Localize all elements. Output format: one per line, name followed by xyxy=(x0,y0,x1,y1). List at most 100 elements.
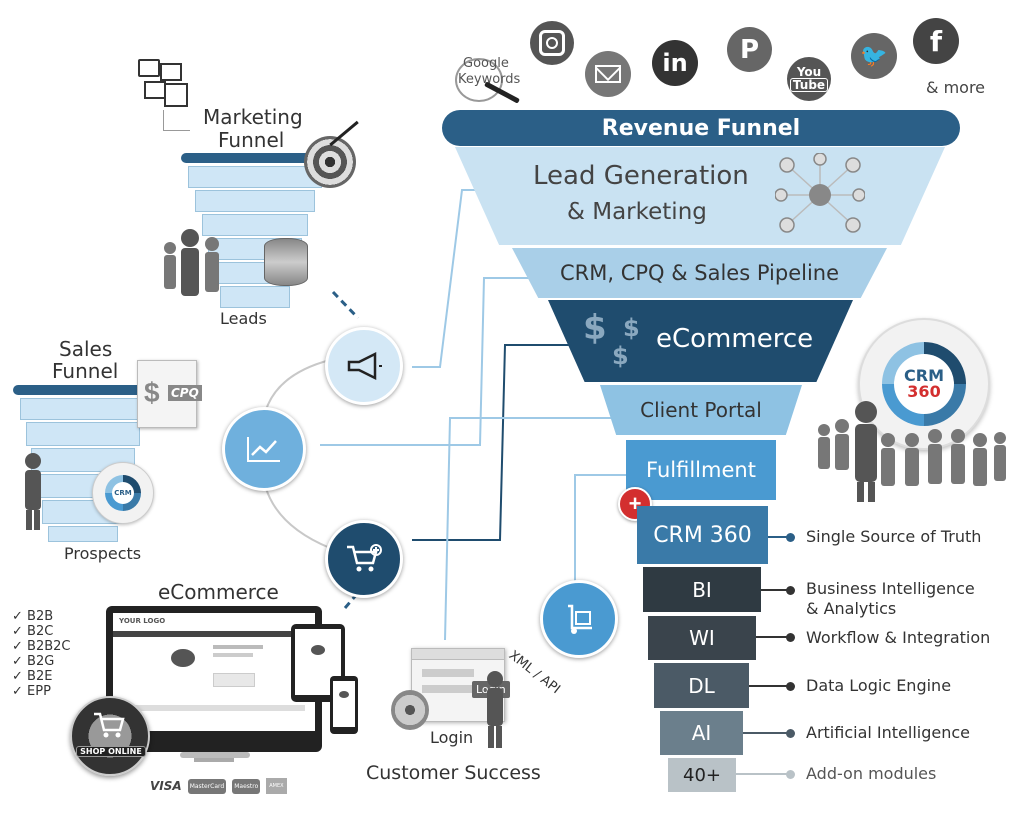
bullet-dot xyxy=(786,586,795,595)
mastercard-logo: MasterCard xyxy=(187,778,227,794)
facebook-icon[interactable]: f xyxy=(913,18,959,64)
desc-dl: Data Logic Engine xyxy=(806,676,952,695)
desc-ai: Artificial Intelligence xyxy=(806,723,970,742)
growth-chart-icon xyxy=(247,437,280,462)
layer-crm360-label: CRM 360 xyxy=(653,522,752,548)
desc-bi-line2: & Analytics xyxy=(806,599,897,618)
stage-fulfillment[interactable]: Fulfillment xyxy=(626,440,776,500)
crm-wheel-small: CRM xyxy=(92,462,154,524)
bracket-line xyxy=(163,110,190,131)
marketing-step xyxy=(202,214,308,236)
site-logo: YOUR LOGO xyxy=(119,617,166,625)
target-icon xyxy=(304,120,359,188)
sales-funnel-top-bar xyxy=(13,385,153,395)
layer-ai-label: AI xyxy=(691,721,712,745)
sales-step xyxy=(48,526,118,542)
model-item: ✓ B2E xyxy=(12,669,53,684)
layer-crm360[interactable]: CRM 360 xyxy=(637,506,768,564)
connector-ecommerce xyxy=(412,344,585,541)
layer-wi-label: WI xyxy=(689,626,715,650)
linkedin-icon[interactable]: in xyxy=(652,40,698,86)
camera-image xyxy=(171,649,195,667)
layer-addons-label: 40+ xyxy=(683,764,721,786)
model-item: ✓ B2G xyxy=(12,654,55,669)
instagram-icon[interactable] xyxy=(530,21,574,65)
pinterest-icon[interactable]: P xyxy=(727,27,772,72)
ecommerce-models: ✓ B2B ✓ B2C ✓ B2B2C ✓ B2G ✓ B2E ✓ EPP xyxy=(12,609,71,699)
google-keywords-ring xyxy=(455,58,503,102)
revenue-funnel-title-bar: Revenue Funnel xyxy=(442,110,960,146)
model-item: ✓ B2C xyxy=(12,624,54,639)
connector-sales xyxy=(320,277,530,446)
sales-step xyxy=(20,398,146,420)
dashed-bottom xyxy=(343,587,364,609)
chart-bubble[interactable] xyxy=(222,407,306,491)
megaphone-bubble[interactable] xyxy=(325,327,403,405)
youtube-text-2: Tube xyxy=(789,78,829,92)
stage-client-portal-label: Client Portal xyxy=(640,398,762,422)
revenue-funnel-title: Revenue Funnel xyxy=(601,115,801,141)
crm360-badge-line1: CRM xyxy=(904,366,944,385)
twitter-icon[interactable]: 🐦 xyxy=(851,33,897,79)
stage-crm-cpq[interactable]: CRM, CPQ & Sales Pipeline xyxy=(512,248,887,298)
bullet-dot xyxy=(786,633,795,642)
ecommerce-title: eCommerce xyxy=(158,580,279,604)
sales-funnel-line2: Funnel xyxy=(52,359,119,383)
monitor-screen: YOUR LOGO xyxy=(113,613,315,731)
bullet-dot xyxy=(786,729,795,738)
cart-bubble[interactable] xyxy=(325,520,403,598)
megaphone-icon xyxy=(138,59,160,77)
amex-logo: AMEX xyxy=(266,778,287,794)
stage-client-portal[interactable]: Client Portal xyxy=(600,385,802,435)
prospects-label: Prospects xyxy=(64,544,142,563)
delivery-bubble[interactable] xyxy=(540,580,618,658)
sales-step xyxy=(26,422,140,446)
cpq-document: $ CPQ xyxy=(137,360,202,428)
layer-dl-label: DL xyxy=(688,673,715,698)
people-group-right xyxy=(818,401,1006,502)
document-icon xyxy=(160,63,182,81)
people-leads xyxy=(164,229,219,296)
model-item: ✓ B2B2C xyxy=(12,639,71,654)
connector-portal xyxy=(444,417,615,641)
model-item: ✓ EPP xyxy=(12,684,51,699)
login-caption: Login xyxy=(430,728,474,747)
layer-ai[interactable]: AI xyxy=(660,711,743,755)
crm360-ring: CRM 360 xyxy=(882,342,966,426)
desc-crm360: Single Source of Truth xyxy=(806,527,982,546)
stage-crm-cpq-label: CRM, CPQ & Sales Pipeline xyxy=(559,261,840,285)
hand-truck-icon xyxy=(568,604,592,634)
layer-bi[interactable]: BI xyxy=(643,567,761,612)
youtube-icon[interactable]: You Tube xyxy=(787,57,831,101)
connector-marketing xyxy=(412,189,490,368)
stage-lead-line2: & Marketing xyxy=(567,199,707,225)
bullet-dot xyxy=(786,682,795,691)
cpq-dollar-icon: $ xyxy=(144,377,160,408)
google-keywords: Google Keywords xyxy=(455,56,527,104)
stage-fulfillment-label: Fulfillment xyxy=(646,458,756,482)
youtube-text-1: You xyxy=(796,65,822,79)
marketing-step xyxy=(188,166,322,188)
shop-online-badge[interactable]: SHOP ONLINE xyxy=(70,696,150,776)
monitor-stand xyxy=(180,752,250,758)
crm360-center: CRM 360 xyxy=(894,354,954,414)
stage-ecommerce[interactable]: $ $ $ eCommerce xyxy=(548,300,853,382)
dashed-top xyxy=(331,290,360,320)
stage-lead-generation[interactable]: Lead Generation & Marketing xyxy=(455,147,945,245)
google-label: Google xyxy=(463,56,509,71)
desc-bi-line1: Business Intelligence xyxy=(806,579,975,598)
layer-addons[interactable]: 40+ xyxy=(668,758,736,792)
person-sales xyxy=(25,453,41,530)
layer-wi[interactable]: WI xyxy=(648,616,756,660)
email-icon[interactable] xyxy=(585,51,631,97)
visa-logo: VISA xyxy=(150,779,182,793)
crm-small-label: CRM xyxy=(114,489,132,497)
marketing-step xyxy=(220,286,290,308)
marketing-icons xyxy=(138,57,190,107)
marketing-step xyxy=(195,190,315,212)
padlock-icon xyxy=(391,690,429,730)
shop-online-label: SHOP ONLINE xyxy=(76,746,146,757)
layer-dl[interactable]: DL xyxy=(654,663,749,708)
payment-logos: VISA MasterCard Maestro AMEX xyxy=(150,778,287,794)
bullet-dot xyxy=(786,770,795,779)
